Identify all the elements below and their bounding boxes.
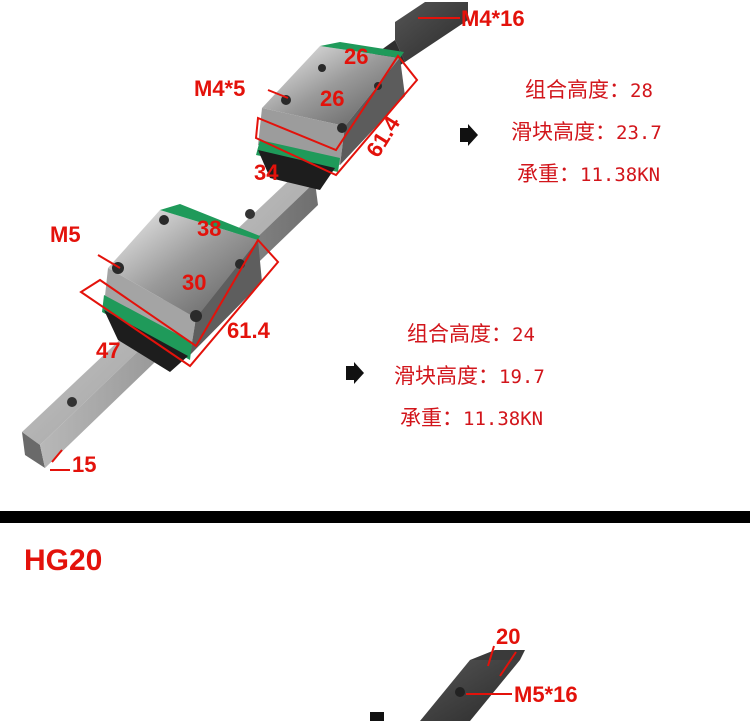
spec-label: 组合高度： bbox=[525, 78, 630, 102]
spec-label: 组合高度： bbox=[407, 322, 512, 346]
arrow-right-icon bbox=[346, 362, 364, 384]
spec-upper-line1: 组合高度：28 bbox=[525, 74, 653, 104]
spec-value: 11.38KN bbox=[580, 164, 661, 186]
spec-label: 承重： bbox=[400, 406, 463, 430]
dim-26a: 26 bbox=[344, 44, 369, 69]
spec-lower-line3: 承重：11.38KN bbox=[400, 402, 543, 432]
arrow-right-icon bbox=[460, 124, 478, 146]
spec-value: 23.7 bbox=[616, 122, 662, 144]
dim-m4x5: M4*5 bbox=[194, 76, 246, 101]
spec-label: 滑块高度： bbox=[394, 364, 499, 388]
dim-61-4-lower: 61.4 bbox=[227, 318, 270, 343]
dim-20: 20 bbox=[496, 624, 521, 649]
dim-m5x16: M5*16 bbox=[514, 682, 578, 707]
spec-value: 24 bbox=[512, 324, 535, 346]
dim-m5: M5 bbox=[50, 222, 81, 247]
dim-47: 47 bbox=[96, 338, 121, 363]
section-divider bbox=[0, 511, 750, 523]
dim-m4x16: M4*16 bbox=[461, 6, 525, 31]
spec-value: 11.38KN bbox=[463, 408, 544, 430]
dim-30: 30 bbox=[182, 270, 207, 295]
spec-upper-line2: 滑块高度：23.7 bbox=[511, 116, 662, 146]
spec-label: 承重： bbox=[517, 162, 580, 186]
spec-value: 28 bbox=[630, 80, 653, 102]
spec-label: 滑块高度： bbox=[511, 120, 616, 144]
spec-upper-line3: 承重：11.38KN bbox=[517, 158, 660, 188]
spec-lower-line2: 滑块高度：19.7 bbox=[394, 360, 545, 390]
spec-value: 19.7 bbox=[499, 366, 545, 388]
hg20-dimension-lines bbox=[466, 645, 517, 695]
model-title: HG20 bbox=[24, 544, 103, 577]
spec-lower-line1: 组合高度：24 bbox=[407, 318, 535, 348]
dim-26b: 26 bbox=[320, 86, 345, 111]
dim-34: 34 bbox=[254, 160, 279, 185]
dim-38: 38 bbox=[197, 216, 222, 241]
dimension-lines bbox=[50, 17, 460, 471]
hg20-rail bbox=[370, 650, 525, 721]
dim-15: 15 bbox=[72, 452, 97, 477]
